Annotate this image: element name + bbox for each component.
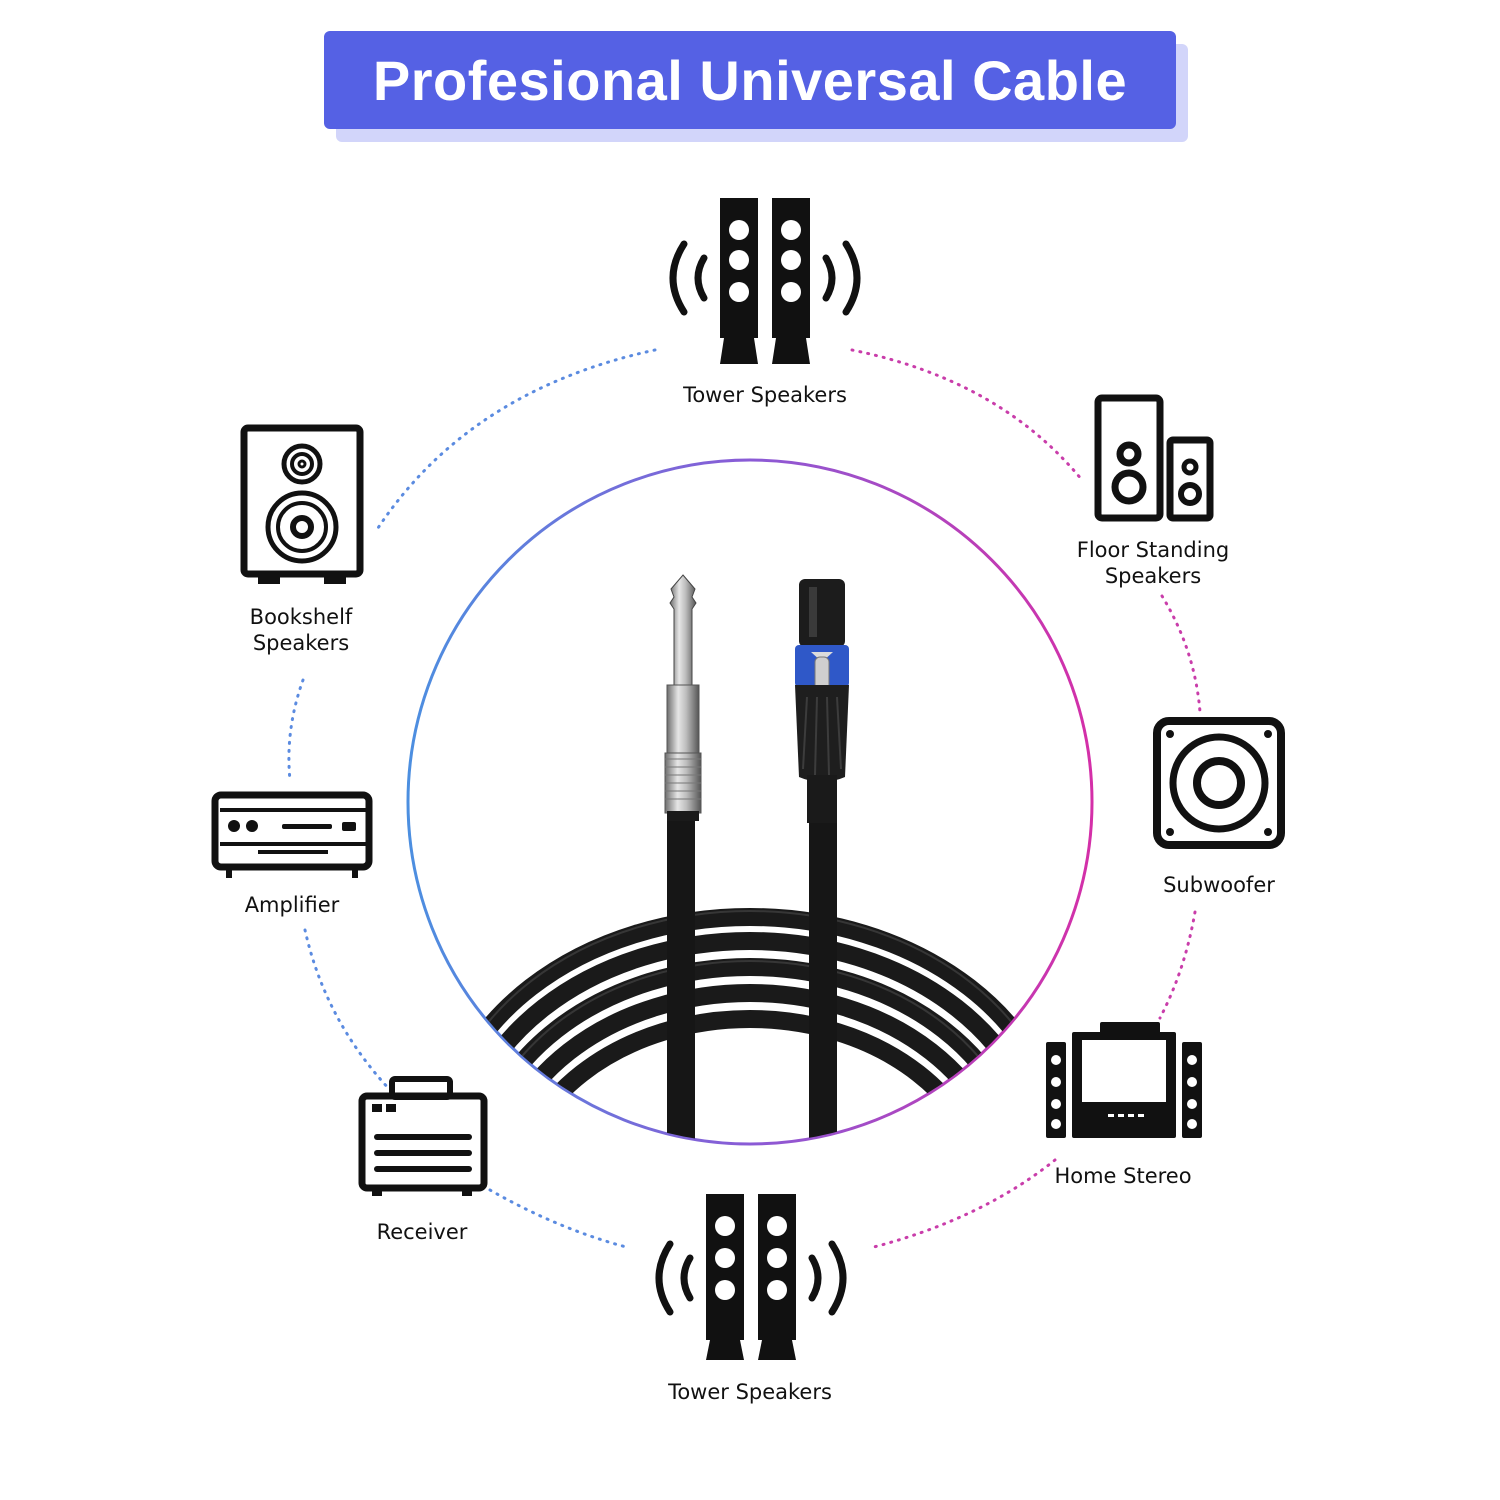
label-bookshelf-speakers: Bookshelf Speakers (249, 605, 353, 655)
dotted-arc-stereo-tower (868, 1158, 1057, 1250)
tower-speakers-icon (658, 196, 872, 366)
label-tower-speakers-bottom: Tower Speakers (668, 1380, 832, 1404)
label-floor-standing-speakers: Floor Standing Speakers (1076, 538, 1230, 588)
amplifier-icon (210, 790, 374, 880)
speakon-connector-icon (795, 579, 849, 823)
bookshelf-speakers-icon (240, 424, 364, 586)
home-stereo-icon (1044, 1018, 1204, 1140)
receiver-icon (358, 1076, 488, 1198)
label-amplifier: Amplifier (244, 893, 340, 917)
cable-circle (406, 458, 1094, 1146)
dotted-arc-subwoofer-stereo (1158, 910, 1197, 1020)
subwoofer-icon (1152, 716, 1286, 850)
dotted-arc-floor-subwoofer (1160, 594, 1202, 714)
dotted-arc-bookshelf-amplifier (287, 678, 305, 782)
label-subwoofer: Subwoofer (1163, 873, 1275, 897)
dotted-arc-receiver-tower (488, 1188, 632, 1250)
dotted-arc-tower-bookshelf (376, 348, 657, 530)
label-home-stereo: Home Stereo (1054, 1164, 1192, 1188)
banner-title: Profesional Universal Cable (372, 48, 1128, 112)
cable-photo (431, 817, 1069, 1143)
quarter-inch-plug-icon (664, 574, 702, 821)
tower-speakers-icon (644, 1192, 858, 1362)
floor-standing-speakers-icon (1094, 394, 1216, 524)
label-receiver: Receiver (376, 1220, 468, 1244)
title-banner: Profesional Universal Cable (324, 31, 1176, 129)
dotted-arc-amplifier-receiver (303, 928, 392, 1092)
label-tower-speakers-top: Tower Speakers (683, 383, 847, 407)
